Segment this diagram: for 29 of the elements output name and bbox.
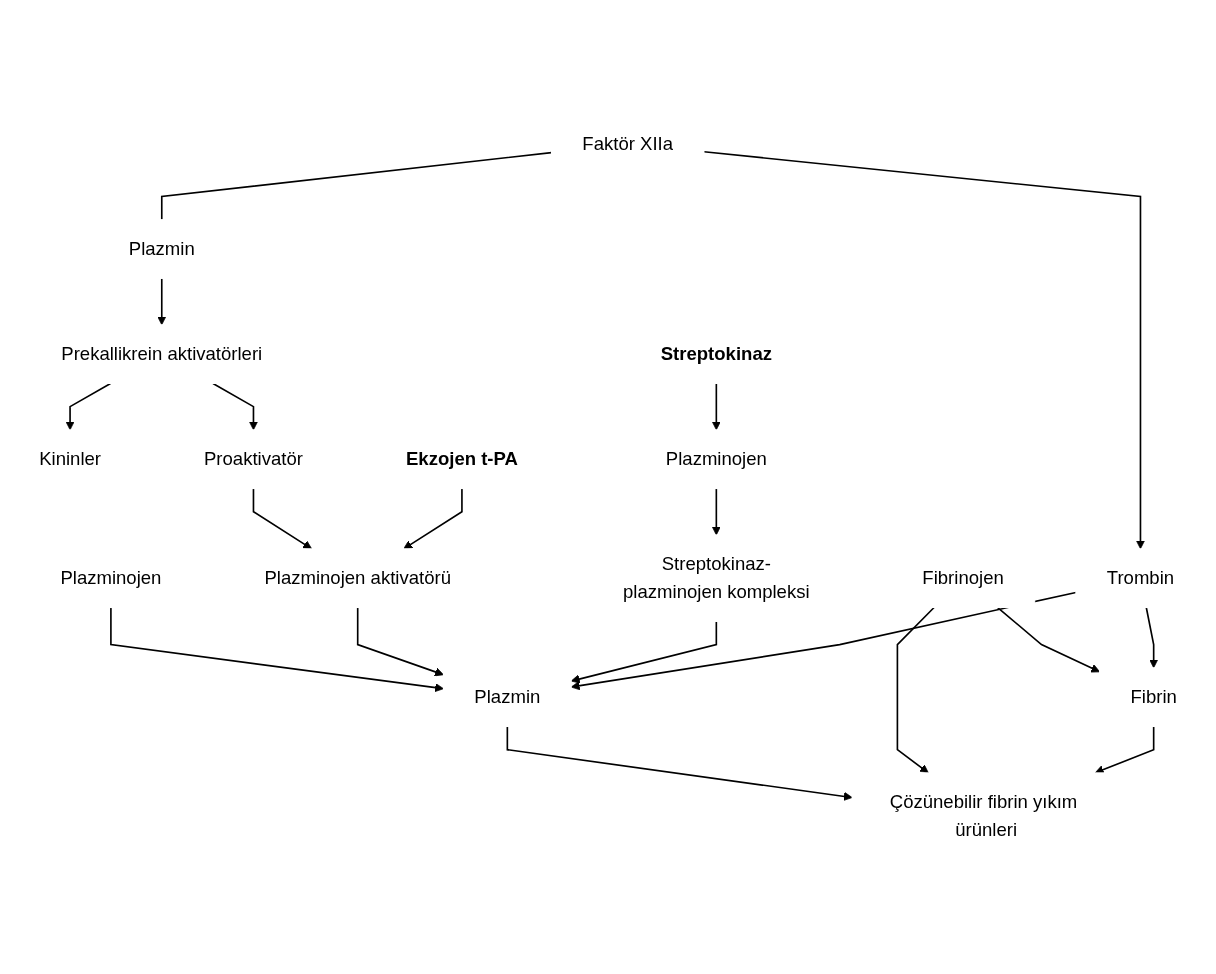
arrow: [65, 382, 112, 431]
arrow: [711, 487, 721, 536]
arrow: [996, 606, 1100, 673]
node-text: Plazminojen: [60, 567, 162, 588]
arrow: [252, 487, 313, 550]
node-text: Plazmin: [128, 238, 195, 259]
arrow: [157, 277, 167, 326]
arrow: [703, 150, 1145, 550]
node-text: Plazminojen: [665, 448, 767, 469]
arrow: [110, 606, 444, 693]
node-text: Kininler: [39, 448, 101, 469]
arrow: [506, 725, 853, 801]
node-text: Faktör XIIa: [582, 133, 674, 154]
arrow: [212, 382, 258, 431]
node-text: Streptokinaz: [660, 343, 772, 364]
node-text: Çözünebilir fibrin yıkım ürünleri: [889, 791, 1078, 840]
arrow: [356, 606, 444, 677]
arrow: [711, 382, 721, 431]
node-text: Trombin: [1106, 567, 1175, 588]
arrow: [1145, 606, 1159, 669]
arrow: [896, 606, 935, 774]
node-text: Prekallikrein aktivatörleri: [61, 343, 263, 364]
node-text: Streptokinaz-plazminojen kompleksi: [623, 553, 810, 602]
node-text: Fibrin: [1130, 686, 1177, 707]
node-text: Plazminojen aktivatörü: [264, 567, 451, 588]
node-text: Plazmin: [474, 686, 541, 707]
node-text: Proaktivatör: [204, 448, 303, 469]
arrow: [403, 487, 463, 550]
node-text: Ekzojen t-PA: [405, 448, 518, 469]
